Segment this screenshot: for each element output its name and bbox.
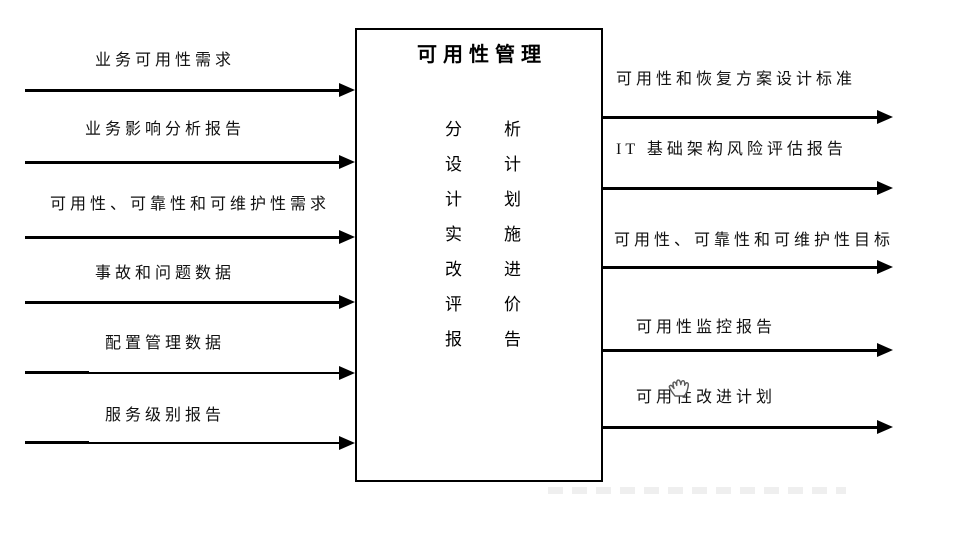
arrowhead-icon xyxy=(339,436,355,450)
activity-char: 分 xyxy=(445,120,462,139)
output-arrow xyxy=(601,420,893,434)
input-arrow xyxy=(25,366,355,380)
output-label: 可用性和恢复方案设计标准 xyxy=(616,71,857,88)
activity-char: 析 xyxy=(504,120,521,139)
output-arrow xyxy=(601,181,893,195)
activity-char: 价 xyxy=(504,295,521,314)
arrow-shaft xyxy=(601,115,879,119)
arrow-shaft xyxy=(25,442,341,444)
arrowhead-icon xyxy=(877,343,893,357)
input-arrow xyxy=(25,230,355,244)
input-arrow xyxy=(25,436,355,450)
process-activity: 分 析 xyxy=(445,110,521,145)
activity-char: 施 xyxy=(504,225,521,244)
activity-char: 评 xyxy=(445,295,462,314)
activity-char: 实 xyxy=(445,225,462,244)
arrow-shaft xyxy=(25,372,341,374)
activity-char: 设 xyxy=(445,155,462,174)
hand-grab-cursor-icon xyxy=(668,379,690,397)
output-label: 可用性、可靠性和可维护性目标 xyxy=(614,232,895,249)
process-activity: 评 价 xyxy=(445,285,521,320)
watermark xyxy=(548,487,846,494)
activity-char: 告 xyxy=(504,330,521,349)
arrow-shaft xyxy=(601,425,879,429)
activity-char: 计 xyxy=(504,155,521,174)
output-label: IT 基础架构风险评估报告 xyxy=(616,141,847,158)
output-arrow xyxy=(601,260,893,274)
process-activity: 实 施 xyxy=(445,215,521,250)
input-label: 业务可用性需求 xyxy=(94,52,235,69)
output-arrow xyxy=(601,343,893,357)
process-activity: 计 划 xyxy=(445,180,521,215)
arrow-shaft xyxy=(25,300,341,304)
arrowhead-icon xyxy=(339,295,355,309)
arrow-shaft xyxy=(25,88,341,92)
arrowhead-icon xyxy=(877,420,893,434)
input-arrow xyxy=(25,155,355,169)
arrow-shaft xyxy=(601,186,879,190)
process-activity-list: 分 析 设 计 计 划 实 施 改 进 评 价 xyxy=(445,110,521,355)
arrowhead-icon xyxy=(339,155,355,169)
output-arrow xyxy=(601,110,893,124)
activity-char: 报 xyxy=(445,330,462,349)
arrowhead-icon xyxy=(339,230,355,244)
output-label: 可用性监控报告 xyxy=(636,319,777,336)
arrow-shaft xyxy=(25,160,341,164)
input-label: 服务级别报告 xyxy=(104,407,225,424)
process-activity: 报 告 xyxy=(445,320,521,355)
arrowhead-icon xyxy=(339,366,355,380)
arrow-shaft xyxy=(25,235,341,239)
arrowhead-icon xyxy=(339,83,355,97)
process-activity: 改 进 xyxy=(445,250,521,285)
input-label: 事故和问题数据 xyxy=(94,265,235,282)
arrowhead-icon xyxy=(877,260,893,274)
arrowhead-icon xyxy=(877,181,893,195)
input-label: 可用性、可靠性和可维护性需求 xyxy=(49,196,330,213)
activity-char: 进 xyxy=(504,260,521,279)
process-activity: 设 计 xyxy=(445,145,521,180)
process-box: 可用性管理 分 析 设 计 计 划 实 施 改 进 评 xyxy=(355,28,603,482)
process-title: 可用性管理 xyxy=(417,44,547,66)
input-arrow xyxy=(25,83,355,97)
arrow-shaft xyxy=(601,348,879,352)
output-label: 可用性改进计划 xyxy=(636,389,777,406)
activity-char: 改 xyxy=(445,260,462,279)
arrowhead-icon xyxy=(877,110,893,124)
input-arrow xyxy=(25,295,355,309)
activity-char: 划 xyxy=(504,190,521,209)
arrow-shaft xyxy=(601,265,879,269)
input-label: 配置管理数据 xyxy=(104,335,225,352)
input-label: 业务影响分析报告 xyxy=(84,121,245,138)
activity-char: 计 xyxy=(445,190,462,209)
